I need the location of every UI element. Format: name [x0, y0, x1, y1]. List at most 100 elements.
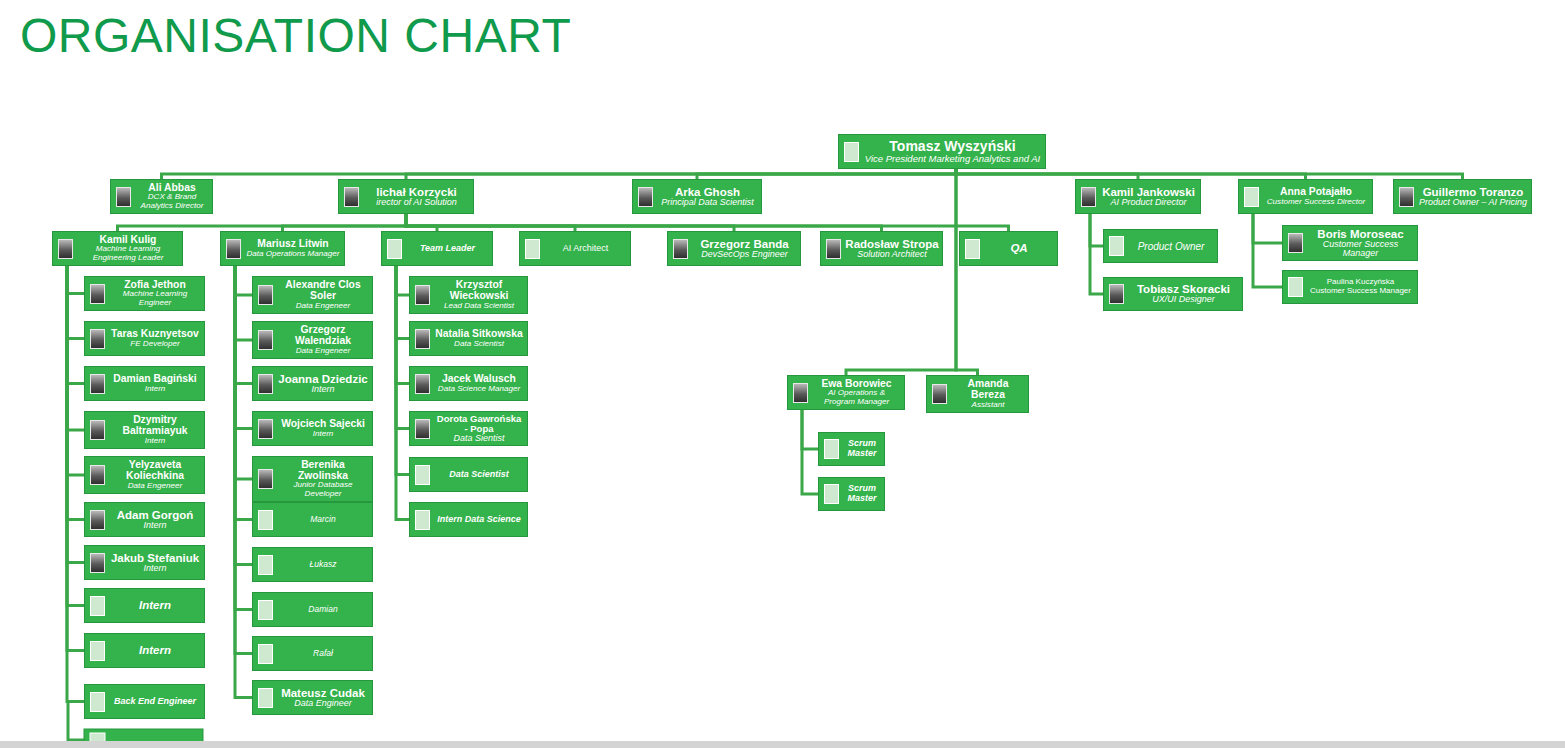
org-box: Grzegorz WalendziakData Engeneer — [252, 321, 373, 359]
reporting-line — [1253, 214, 1282, 243]
org-box: Tobiasz SkorackiUX/UI Designer — [1103, 277, 1243, 311]
org-box: Radosław StropaSolution Architect — [820, 231, 943, 266]
reporting-line — [396, 266, 409, 384]
photo — [793, 383, 808, 403]
box-subtitle: Intern — [109, 437, 201, 445]
reporting-line — [697, 169, 956, 179]
reporting-line — [1090, 214, 1103, 294]
text-area: Radosław StropaSolution Architect — [821, 237, 942, 261]
org-box: Intern Data Science — [409, 502, 528, 537]
text-area: Tobiasz SkorackiUX/UI Designer — [1104, 282, 1242, 306]
reporting-line — [67, 266, 84, 606]
org-box: Ali AbbasDCX & Brand Analytics Director — [110, 179, 213, 214]
photo — [415, 329, 430, 349]
reporting-line — [406, 169, 956, 179]
box-subtitle: Machine Learning Engineer — [109, 290, 201, 307]
box-heading: Taras Kuznyetsov — [109, 329, 201, 340]
org-box: Łukasz — [252, 547, 373, 582]
photo — [258, 469, 273, 489]
photo-placeholder — [387, 239, 402, 259]
text-area: Arka GhoshPrincipal Data Scientist — [633, 185, 761, 209]
box-heading: Radosław Stropa — [845, 238, 939, 250]
box-subtitle: Data Engeneer — [109, 482, 201, 490]
box-subtitle: Data Engeneer — [277, 302, 369, 310]
reporting-line — [396, 266, 409, 429]
text-area: Rafał — [253, 648, 372, 659]
text-area: Damian BagińskiIntern — [85, 373, 204, 394]
org-box: Dorota Gawrońska - PopaData Sientist — [409, 411, 528, 446]
box-heading: Rafał — [277, 649, 369, 658]
box-heading: Ewa Borowiec — [812, 379, 901, 390]
bottom-bar — [0, 741, 1565, 748]
text-area: Wojciech SajeckiIntern — [253, 418, 372, 439]
photo — [1399, 187, 1414, 207]
org-box: Taras KuznyetsovFE Developer — [84, 321, 205, 356]
text-area: Data Scientist — [410, 469, 527, 481]
box-heading: Tomasz Wyszyński — [863, 139, 1042, 154]
org-box: Tomasz WyszyńskiVice President Marketing… — [838, 134, 1046, 169]
box-heading: Grzegorz Banda — [692, 238, 797, 250]
text-area: Marcin — [253, 514, 372, 525]
reporting-line — [283, 214, 407, 231]
photo — [90, 329, 105, 349]
box-heading: QA — [984, 242, 1054, 255]
org-box: Jacek WaluschData Science Manager — [409, 366, 528, 401]
reporting-line — [235, 266, 252, 295]
text-area: Team Leader — [382, 243, 492, 255]
text-area: Berenika ZwolinskaJunior Database Develo… — [253, 459, 372, 500]
reporting-line — [235, 266, 252, 698]
box-heading: Jacek Walusch — [434, 374, 524, 385]
photo — [415, 419, 430, 439]
box-heading: Mariusz Litwin — [245, 239, 341, 250]
box-subtitle: Principal Data Scientist — [657, 198, 758, 207]
reporting-line — [235, 266, 252, 340]
org-box: Intern — [84, 633, 205, 668]
box-heading: Marcin — [277, 515, 369, 524]
photo-placeholder — [90, 692, 105, 712]
box-heading: Natalia Sitkowska — [434, 329, 524, 340]
photo — [673, 239, 688, 259]
org-box: Natalia SitkowskaData Scientist — [409, 321, 528, 356]
org-box: Kamil KuligMachine Learning Engineering … — [52, 231, 183, 266]
reporting-line — [235, 266, 252, 384]
org-box: Product Owner — [1103, 229, 1218, 263]
photo-placeholder — [90, 641, 105, 661]
box-subtitle: DCX & Brand Analytics Director — [135, 193, 209, 210]
reporting-line — [162, 169, 957, 179]
text-area: Taras KuznyetsovFE Developer — [85, 328, 204, 349]
org-box: Dzymitry BaltramiayukIntern — [84, 411, 205, 449]
box-heading: Damian — [277, 605, 369, 614]
box-subtitle: AI Operations & Program Manager — [812, 389, 901, 406]
org-box: Marcin — [252, 502, 373, 537]
reporting-line — [67, 266, 84, 384]
photo-placeholder — [258, 555, 273, 575]
box-heading: Intern — [109, 644, 201, 657]
org-box: AI Architect — [519, 231, 631, 266]
photo-placeholder — [258, 688, 273, 708]
org-box: Damian BagińskiIntern — [84, 366, 205, 401]
text-area: Intern — [85, 598, 204, 613]
org-box: Guillermo ToranzoProduct Owner – AI Pric… — [1393, 179, 1532, 214]
box-heading: Adam Gorgoń — [109, 509, 201, 521]
photo-placeholder — [258, 644, 273, 664]
photo — [826, 239, 841, 259]
box-subtitle: Data Science Manager — [434, 385, 524, 393]
reporting-line — [67, 266, 84, 430]
photo-placeholder — [844, 142, 859, 162]
text-area: Jacek WaluschData Science Manager — [410, 373, 527, 394]
org-box: Data Scientist — [409, 457, 528, 492]
box-heading: Team Leader — [406, 244, 489, 254]
photo — [90, 374, 105, 394]
box-subtitle: DevSecOps Engineer — [692, 250, 797, 259]
org-box: Mariusz LitwinData Operations Manager — [220, 231, 345, 266]
photo — [1081, 187, 1096, 207]
text-area: Guillermo ToranzoProduct Owner – AI Pric… — [1394, 185, 1531, 209]
photo-placeholder — [1244, 187, 1259, 207]
box-subtitle: Intern — [109, 521, 201, 530]
box-subtitle: Solution Architect — [845, 250, 939, 259]
org-box: Mateusz CudakData Engineer — [252, 680, 373, 715]
org-box: Zofia JethonMachine Learning Engineer — [84, 276, 205, 311]
reporting-line — [406, 214, 437, 231]
text-area: QA — [960, 241, 1057, 256]
org-box: Joanna DziedzicIntern — [252, 366, 373, 401]
